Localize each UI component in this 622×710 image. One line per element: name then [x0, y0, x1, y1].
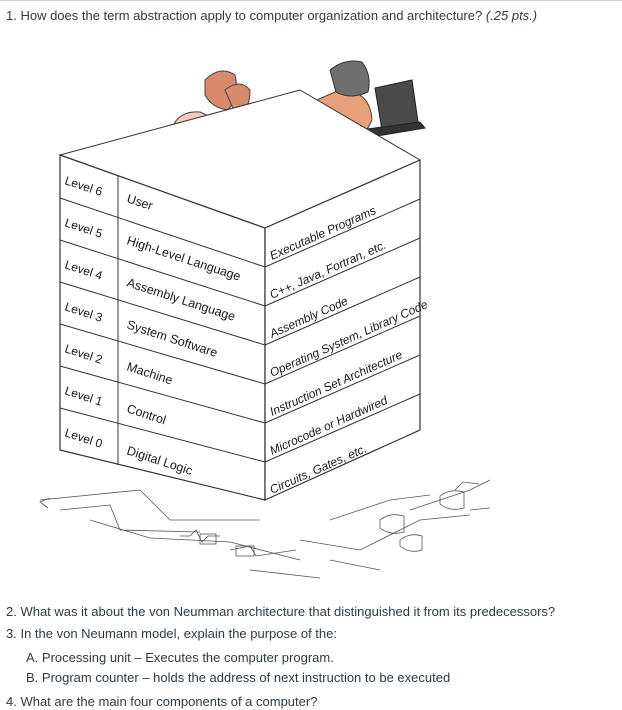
answer-3a: A. Processing unit – Executes the comput…: [26, 650, 334, 665]
top-divider: [0, 0, 622, 1]
stack-right-face: [264, 159, 421, 501]
left-dividers: [59, 197, 266, 463]
question-2: 2. What was it about the von Neumman arc…: [6, 604, 556, 619]
answer-3b: B. Program counter – holds the address o…: [26, 670, 451, 685]
question-1-text: 1. How does the term abstraction apply t…: [6, 8, 486, 23]
question-1-points: (.25 pts.): [485, 8, 538, 23]
right-dividers: [264, 198, 421, 463]
question-1: 1. How does the term abstraction apply t…: [6, 8, 537, 24]
circuit-drawing: [39, 479, 491, 579]
question-3: 3. In the von Neumann model, explain the…: [6, 626, 337, 641]
question-4: 4. What are the main four components of …: [6, 694, 318, 709]
abstraction-levels-figure: Level 6 Level 5 Level 4 Level 3 Level 2 …: [39, 60, 491, 579]
